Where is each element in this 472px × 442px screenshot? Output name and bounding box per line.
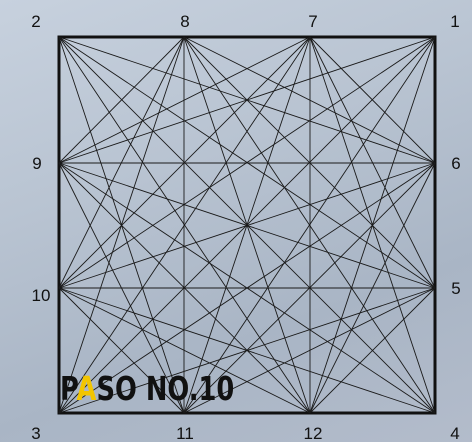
chord-6-8 bbox=[184, 37, 435, 163]
title-letter: 0 bbox=[216, 369, 234, 408]
chord-8-10 bbox=[59, 37, 184, 288]
title-letter: P bbox=[60, 369, 77, 408]
point-label-12: 12 bbox=[304, 424, 323, 442]
title-letter: S bbox=[96, 369, 115, 408]
point-label-11: 11 bbox=[176, 424, 194, 442]
title-letter: N bbox=[146, 369, 168, 408]
chord-5-7 bbox=[310, 37, 435, 288]
title-letter: 1 bbox=[198, 369, 216, 408]
point-label-6: 6 bbox=[451, 154, 460, 173]
title-letter: A bbox=[77, 369, 97, 408]
chord-lines bbox=[59, 37, 435, 413]
title-letter: O bbox=[167, 369, 188, 408]
step-title: PASO NO.10 bbox=[60, 372, 234, 405]
point-label-7: 7 bbox=[308, 12, 317, 31]
title-letter: O bbox=[115, 369, 137, 408]
point-label-3: 3 bbox=[31, 424, 40, 442]
point-label-2: 2 bbox=[31, 12, 40, 31]
point-label-5: 5 bbox=[451, 279, 460, 298]
point-label-9: 9 bbox=[32, 154, 41, 173]
chord-7-9 bbox=[59, 37, 310, 163]
point-label-1: 1 bbox=[450, 12, 459, 31]
title-letter bbox=[137, 369, 146, 408]
point-label-10: 10 bbox=[32, 286, 51, 305]
point-label-4: 4 bbox=[450, 424, 459, 442]
point-label-8: 8 bbox=[180, 12, 189, 31]
title-letter: . bbox=[189, 369, 199, 408]
